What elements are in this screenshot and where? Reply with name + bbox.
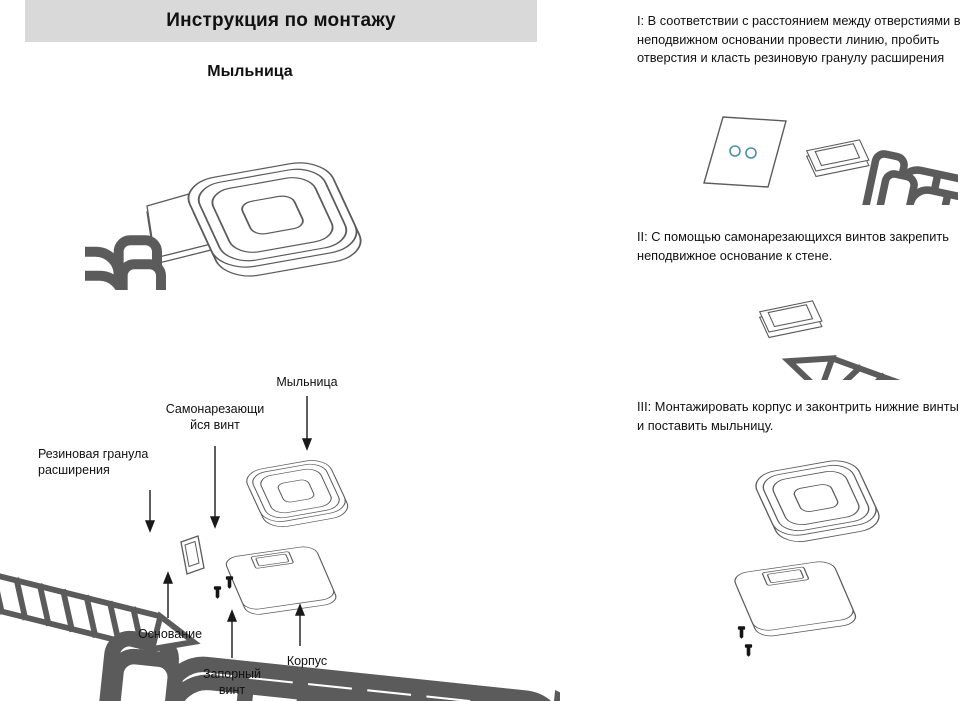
label-rubber-expansion-plug: Резиновая гранула расширения [38, 447, 149, 477]
step-3-figure [730, 456, 886, 657]
drill-holes-icon [729, 145, 757, 159]
label-locking-screw: Запорный винт [202, 667, 262, 697]
soap-dish-icon [178, 156, 371, 283]
body-part-icon [222, 544, 340, 617]
self-tapping-screw-icon [775, 325, 963, 380]
label-base: Основание [137, 627, 203, 641]
wall-plate-icon [703, 116, 787, 188]
base-part-icon [180, 535, 205, 575]
base-bracket-icon [806, 139, 870, 177]
assembled-soap-dish-illustration [85, 156, 371, 290]
label-self-tapping-screw: Самонарезающи йся винт [165, 402, 265, 432]
step-3-text: III: Монтажировать корпус и законтрить н… [637, 399, 959, 433]
locking-screw-icon [744, 644, 753, 657]
step-2-text: II: С помощью самонарезающихся винтов за… [637, 229, 949, 263]
base-bracket-icon [759, 300, 823, 338]
step-2-figure [759, 300, 963, 380]
label-arrows [144, 396, 313, 658]
label-body: Корпус [286, 654, 328, 668]
step-1-figure [703, 116, 958, 205]
step-1-text: I: В соответствии с расстоянием между от… [637, 13, 961, 66]
page-title: Инструкция по монтажу [25, 0, 537, 42]
steps-column: I: В соответствии с расстоянием между от… [633, 0, 970, 701]
body-part-icon [730, 559, 860, 639]
label-soap-dish: Мыльница [276, 375, 338, 389]
locking-screw-icon [213, 586, 222, 599]
exploded-view-illustration [0, 396, 560, 701]
locking-screw-icon [225, 576, 234, 589]
soap-dish-icon [749, 456, 886, 547]
soap-dish-icon [241, 456, 354, 531]
exploded-view-diagram: Мыльница Самонарезающи йся винт Резинова… [0, 370, 560, 701]
locking-screw-icon [737, 626, 746, 639]
product-subtitle: Мыльница [207, 63, 293, 80]
